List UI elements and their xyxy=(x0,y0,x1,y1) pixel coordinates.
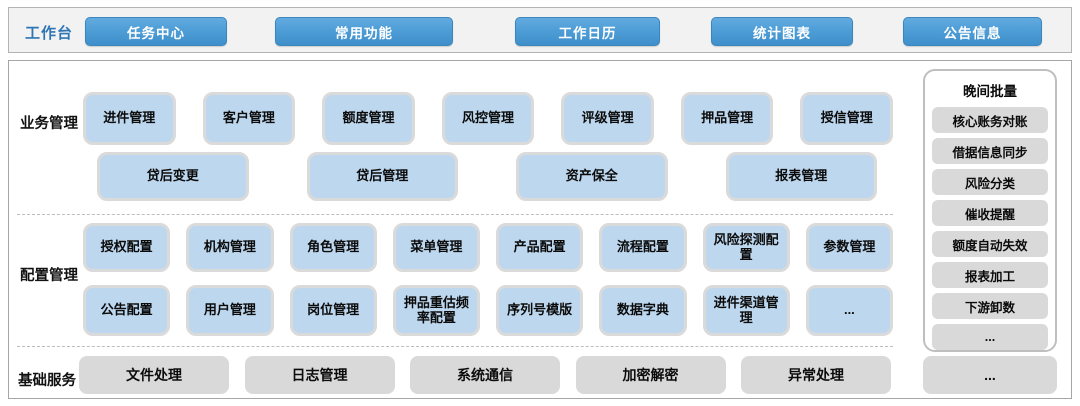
service-file-processing[interactable]: 文件处理 xyxy=(79,356,229,394)
batch-collection-reminder[interactable]: 催收提醒 xyxy=(932,200,1048,226)
workbench-label: 工作台 xyxy=(25,25,74,42)
module-post-mgmt[interactable]: 岗位管理 xyxy=(289,285,377,336)
module-postloan-change[interactable]: 贷后变更 xyxy=(97,152,249,201)
service-more[interactable]: ... xyxy=(923,356,1057,394)
module-report-mgmt[interactable]: 报表管理 xyxy=(725,152,877,201)
batch-quota-auto-expire[interactable]: 额度自动失效 xyxy=(932,231,1048,257)
base-services-row: 文件处理 日志管理 系统通信 加密解密 异常处理 xyxy=(79,356,891,394)
module-rating-mgmt[interactable]: 评级管理 xyxy=(561,92,654,145)
config-modules-row1: 授权配置 机构管理 角色管理 菜单管理 产品配置 流程配置 风险探测配置 参数管… xyxy=(83,223,893,272)
module-menu-mgmt[interactable]: 菜单管理 xyxy=(392,223,480,272)
topbar-button-announcements[interactable]: 公告信息 xyxy=(903,17,1042,46)
module-credit-mgmt[interactable]: 授信管理 xyxy=(800,92,894,145)
batch-iou-info-sync[interactable]: 借据信息同步 xyxy=(932,138,1048,164)
module-role-mgmt[interactable]: 角色管理 xyxy=(289,223,377,272)
main-panel: 业务管理 配置管理 基础服务 进件管理 客户管理 额度管理 风控管理 评级管理 … xyxy=(8,60,1072,399)
topbar-button-work-calendar[interactable]: 工作日历 xyxy=(515,17,660,46)
module-config-more[interactable]: ... xyxy=(805,285,893,336)
batch-risk-classification[interactable]: 风险分类 xyxy=(932,169,1048,195)
batch-report-processing[interactable]: 报表加工 xyxy=(932,262,1048,288)
batch-core-account-recon[interactable]: 核心账务对账 xyxy=(932,107,1048,133)
module-serial-template[interactable]: 序列号模版 xyxy=(496,285,584,336)
topbar-button-statistics-charts[interactable]: 统计图表 xyxy=(711,17,853,46)
service-encrypt-decrypt[interactable]: 加密解密 xyxy=(575,356,726,394)
module-param-mgmt[interactable]: 参数管理 xyxy=(805,223,893,272)
config-modules-row2: 公告配置 用户管理 岗位管理 押品重估频率配置 序列号模版 数据字典 进件渠道管… xyxy=(83,285,893,336)
section-divider xyxy=(17,346,893,347)
batch-more[interactable]: ... xyxy=(932,324,1048,350)
module-user-mgmt[interactable]: 用户管理 xyxy=(186,285,274,336)
night-batch-title: 晚间批量 xyxy=(963,84,1017,99)
module-org-mgmt[interactable]: 机构管理 xyxy=(186,223,274,272)
module-postloan-mgmt[interactable]: 贷后管理 xyxy=(306,152,458,201)
module-asset-preservation[interactable]: 资产保全 xyxy=(516,152,668,201)
workbench-topbar: 工作台 任务中心 常用功能 工作日历 统计图表 公告信息 xyxy=(8,7,1072,53)
module-process-config[interactable]: 流程配置 xyxy=(599,223,687,272)
topbar-button-common-functions[interactable]: 常用功能 xyxy=(275,17,453,46)
service-exception-handling[interactable]: 异常处理 xyxy=(741,356,891,394)
module-risk-probe-config[interactable]: 风险探测配置 xyxy=(702,223,790,272)
business-modules-row2: 贷后变更 贷后管理 资产保全 报表管理 xyxy=(97,152,877,201)
module-data-dictionary[interactable]: 数据字典 xyxy=(599,285,687,336)
module-announce-config[interactable]: 公告配置 xyxy=(83,285,171,336)
business-modules-row1: 进件管理 客户管理 额度管理 风控管理 评级管理 押品管理 授信管理 xyxy=(83,92,894,145)
module-intake-channel-mgmt[interactable]: 进件渠道管理 xyxy=(702,285,790,336)
section-label-business: 业务管理 xyxy=(20,116,78,132)
topbar-button-task-center[interactable]: 任务中心 xyxy=(85,17,227,46)
module-collateral-reval-freq-config[interactable]: 押品重估频率配置 xyxy=(392,285,480,336)
module-auth-config[interactable]: 授权配置 xyxy=(83,223,171,272)
section-divider xyxy=(17,214,893,215)
module-intake-mgmt[interactable]: 进件管理 xyxy=(83,92,176,145)
module-risk-ctrl-mgmt[interactable]: 风控管理 xyxy=(441,92,535,145)
section-label-base: 基础服务 xyxy=(18,373,76,389)
batch-downstream-unload[interactable]: 下游卸数 xyxy=(932,293,1048,319)
module-quota-mgmt[interactable]: 额度管理 xyxy=(322,92,415,145)
service-system-comm[interactable]: 系统通信 xyxy=(410,356,560,394)
night-batch-panel: 晚间批量 核心账务对账 借据信息同步 风险分类 催收提醒 额度自动失效 报表加工… xyxy=(923,69,1057,352)
module-product-config[interactable]: 产品配置 xyxy=(496,223,584,272)
section-label-config: 配置管理 xyxy=(20,268,78,284)
module-collateral-mgmt[interactable]: 押品管理 xyxy=(680,92,774,145)
module-customer-mgmt[interactable]: 客户管理 xyxy=(202,92,296,145)
service-log-mgmt[interactable]: 日志管理 xyxy=(244,356,395,394)
